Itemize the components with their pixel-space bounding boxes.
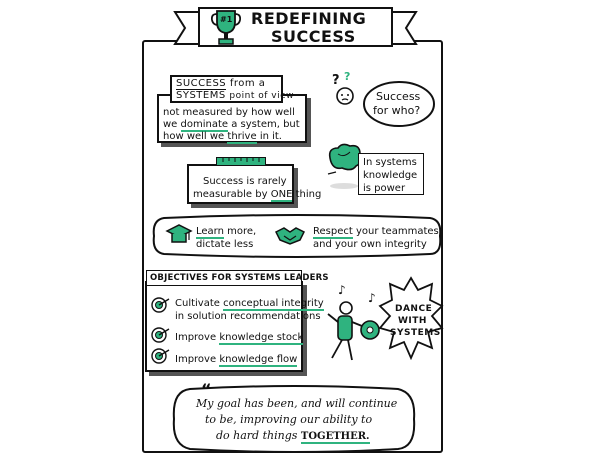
how-well-we-text: how well we — [163, 131, 225, 142]
a-system-but-text: a system, but — [231, 119, 300, 130]
knowledge-power-box — [358, 153, 424, 195]
svg-text:?: ? — [332, 73, 340, 88]
objective-1-verb: Cultivate — [175, 298, 220, 309]
learn-line-1: Learn more, — [196, 225, 257, 239]
systems-view-title-2: SYSTEMS point of view — [176, 89, 294, 103]
objective-2-line: Improve knowledge stock — [175, 331, 304, 345]
banner-ribbon-shape — [173, 7, 418, 47]
knowledge-line-3: is power — [363, 183, 406, 194]
from-a-text: from a — [229, 78, 266, 89]
quote-line-2: to be, improving our ability to — [205, 413, 373, 426]
in-it-text: in it. — [259, 131, 282, 142]
ruler-icon — [216, 157, 266, 166]
target-icon-3 — [150, 347, 170, 365]
one-word: ONE — [270, 189, 293, 202]
objectives-heading: OBJECTIVES FOR SYSTEMS LEADERS — [150, 273, 329, 283]
svg-text:♪: ♪ — [368, 291, 376, 305]
objective-1-line-1: Cultivate conceptual integrity — [175, 297, 324, 311]
quote-line-1: My goal has been, and will continue — [196, 397, 398, 410]
systems-view-title-box — [170, 75, 283, 103]
banner-title-line1: REDEFINING — [251, 9, 367, 28]
knowledge-line-1: In systems — [363, 157, 417, 168]
systems-view-line-3: how well we thrive in it. — [163, 130, 282, 144]
svg-text:♪: ♪ — [338, 283, 346, 297]
rarely-line-1: Success is rarely — [203, 176, 287, 187]
graduation-cap-icon — [165, 222, 193, 248]
quote-cloud — [170, 385, 418, 453]
respect-rest-text: your teammates — [355, 226, 439, 237]
banner-title-line2: SUCCESS — [271, 27, 356, 46]
quote-line-3: do hard things TOGETHER. — [216, 429, 370, 444]
dancing-figure-icon: ♪ ♪ — [318, 282, 388, 372]
success-for-who-cloud — [362, 80, 436, 128]
handshake-icon — [274, 222, 306, 248]
objectives-heading-box — [146, 270, 302, 286]
objective-3-line: Improve knowledge flow — [175, 353, 298, 367]
point-of-view-text: point of view — [229, 91, 294, 101]
question-person-icon: ? ? — [330, 70, 362, 110]
dance-starburst — [378, 276, 444, 361]
success-for-who-line-1: Success — [376, 90, 421, 103]
do-hard-things-text: do hard things — [216, 429, 298, 442]
svg-text:?: ? — [344, 70, 350, 83]
thrive-word: thrive — [227, 131, 257, 144]
learn-more-text: more, — [227, 226, 257, 237]
title-banner: #1 REDEFINING SUCCESS — [173, 6, 418, 48]
trophy-icon: #1 — [210, 8, 242, 46]
success-word: SUCCESS — [176, 78, 227, 90]
dance-line-3: SYSTEMS — [390, 328, 441, 338]
objective-3-verb: Improve — [175, 354, 217, 365]
objective-1-key: conceptual integrity — [223, 298, 324, 311]
rarely-measurable-box — [187, 164, 294, 204]
respect-line-1: Respect your teammates — [313, 225, 439, 239]
dance-line-1: DANCE — [395, 304, 433, 314]
measurable-by-text: measurable by — [193, 189, 268, 200]
rarely-line-2: measurable by ONE thing — [193, 188, 322, 202]
systems-view-line-2: we dominate a system, but — [163, 118, 300, 132]
objective-2-verb: Improve — [175, 332, 217, 343]
success-for-who-line-2: for who? — [373, 104, 421, 117]
respect-word: Respect — [313, 226, 353, 239]
dance-line-2: WITH — [398, 316, 427, 326]
objective-1-line-2: in solution recommendations — [175, 311, 321, 322]
objective-2-key: knowledge stock — [219, 332, 304, 345]
trophy-label: #1 — [220, 15, 233, 24]
respect-line-2: and your own integrity — [313, 239, 427, 250]
knowledge-line-2: knowledge — [363, 170, 418, 181]
thing-text: thing — [295, 189, 322, 200]
dominate-word: dominate — [180, 119, 229, 132]
brain-icon — [324, 140, 366, 192]
objectives-box — [145, 281, 303, 372]
learn-line-2: dictate less — [196, 239, 254, 250]
systems-view-line-1: not measured by how well — [163, 107, 295, 118]
target-icon-2 — [150, 326, 170, 344]
together-word: TOGETHER. — [300, 431, 370, 444]
learn-word: Learn — [196, 226, 224, 239]
systems-view-title-1: SUCCESS from a — [176, 77, 265, 90]
we-text: we — [163, 119, 178, 130]
systems-word: SYSTEMS — [176, 90, 226, 102]
target-icon — [150, 296, 170, 314]
objective-3-key: knowledge flow — [219, 354, 298, 367]
